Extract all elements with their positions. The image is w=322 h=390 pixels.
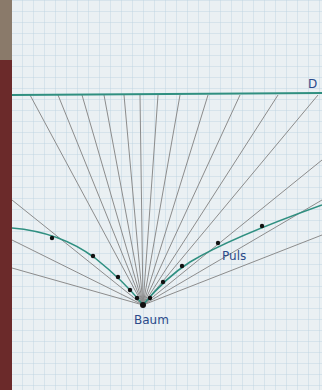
point-label: D (308, 78, 317, 90)
curve-dots (50, 224, 264, 308)
photo-edge (0, 0, 12, 390)
curve (12, 205, 322, 305)
focus-label: Baum (134, 314, 169, 326)
curve-label: Puls (222, 250, 246, 262)
fan-lines (12, 95, 322, 305)
directrix-line (12, 93, 322, 95)
